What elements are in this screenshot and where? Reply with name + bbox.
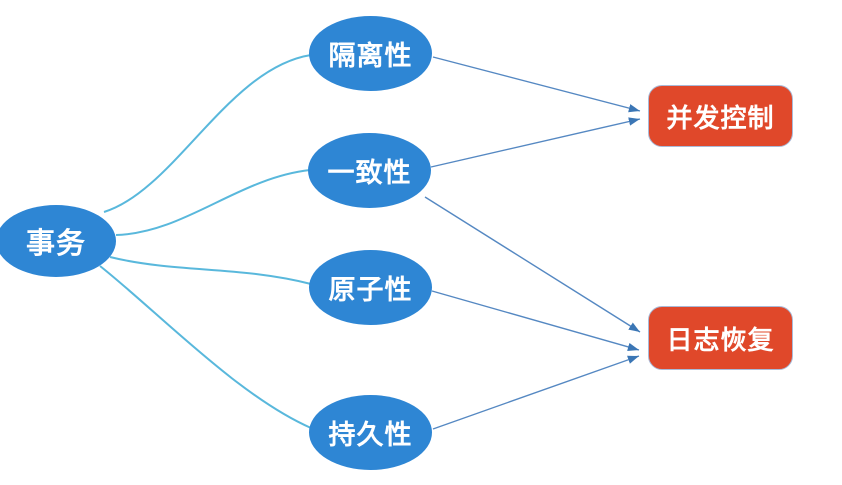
edge-transaction-isolation	[103, 54, 312, 213]
node-isolation-label: 隔离性	[328, 41, 413, 71]
node-concurrency-control-label: 并发控制	[666, 102, 775, 133]
node-log-recovery[interactable]: 日志恢复	[648, 306, 793, 370]
edge-transaction-durability	[99, 265, 312, 429]
node-consistency-label: 一致性	[327, 158, 412, 188]
node-transaction-label: 事务	[25, 228, 86, 260]
edge-transaction-atomicity	[109, 256, 312, 285]
edge-durability-log-recovery	[432, 355, 640, 430]
node-concurrency-control[interactable]: 并发控制	[648, 85, 793, 147]
edge-isolation-concurrency-control	[432, 56, 641, 113]
node-durability[interactable]: 持久性	[309, 395, 432, 470]
edge-transaction-consistency	[115, 169, 311, 236]
node-transaction[interactable]: 事务	[0, 205, 116, 277]
node-atomicity-label: 原子性	[328, 275, 413, 305]
edge-consistency-concurrency-control	[430, 117, 641, 168]
node-log-recovery-label: 日志恢复	[666, 324, 775, 355]
edge-atomicity-log-recovery	[431, 290, 640, 351]
node-consistency[interactable]: 一致性	[308, 133, 431, 208]
edge-consistency-log-recovery	[424, 196, 641, 333]
node-isolation[interactable]: 隔离性	[309, 16, 432, 91]
node-durability-label: 持久性	[328, 420, 413, 450]
node-atomicity[interactable]: 原子性	[309, 250, 432, 325]
